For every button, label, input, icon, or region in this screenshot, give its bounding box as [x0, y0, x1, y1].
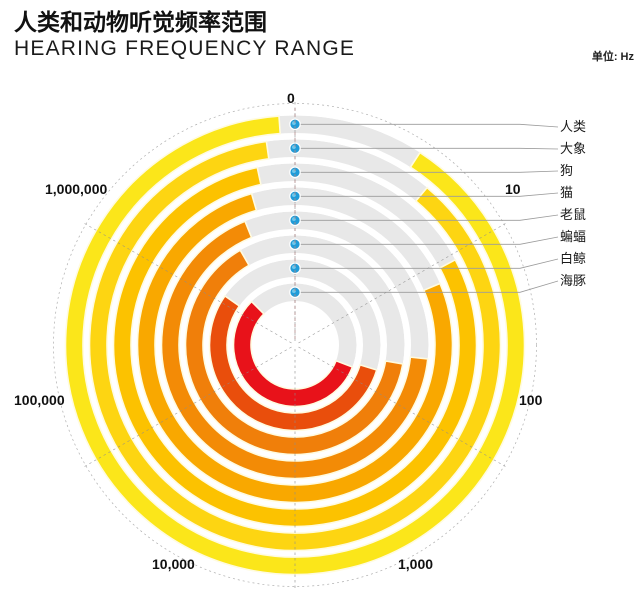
header: 人类和动物听觉频率范围 HEARING FREQUENCY RANGE	[14, 8, 626, 62]
legend-label: 人类	[560, 119, 587, 134]
zero-start-marker[interactable]	[289, 118, 301, 131]
ring-separator	[107, 157, 483, 533]
zero-start-marker[interactable]	[289, 142, 301, 155]
legend-leader-line	[300, 214, 559, 221]
legend-leader-line	[300, 170, 559, 173]
axis-spoke	[298, 346, 508, 469]
value-arc[interactable]	[64, 115, 526, 576]
scale-label-hundred-thousand: 100,000	[14, 392, 65, 408]
axis-spoke	[82, 346, 292, 469]
zero-start-marker[interactable]	[289, 238, 301, 251]
legend-label: 猫	[560, 185, 574, 200]
legend-leader-line	[300, 258, 559, 269]
zero-start-marker[interactable]	[289, 214, 301, 227]
legend-label: 狗	[560, 163, 574, 178]
chart-start-markers	[289, 108, 301, 341]
scale-label-ten: 10	[505, 181, 521, 197]
ring-separator	[131, 181, 459, 509]
value-arc[interactable]	[184, 249, 404, 456]
value-arc[interactable]	[208, 294, 378, 432]
scale-label-zero: 0	[287, 90, 295, 106]
axis-spoke	[298, 221, 508, 344]
scale-label-hundred: 100	[519, 392, 543, 408]
scale-label-million: 1,000,000	[45, 181, 108, 197]
scale-label-thousand: 1,000	[398, 556, 434, 572]
page-title-english: HEARING FREQUENCY RANGE	[14, 37, 356, 60]
value-arc[interactable]	[112, 166, 478, 528]
legend-item-6[interactable]: 白鲸	[560, 248, 638, 270]
value-arc[interactable]	[160, 220, 429, 480]
legend-label: 海豚	[560, 273, 587, 288]
legend-label: 白鲸	[560, 251, 587, 266]
legend-item-1[interactable]: 大象	[560, 138, 638, 160]
scale-label-ten-thousand: 10,000	[152, 556, 195, 572]
value-arc[interactable]	[88, 140, 502, 552]
legend-label: 大象	[560, 141, 587, 156]
legend-leader-line	[300, 192, 559, 197]
value-arc[interactable]	[232, 300, 354, 408]
legend-leader-line	[300, 147, 559, 150]
legend-item-4[interactable]: 老鼠	[560, 204, 638, 226]
legend-leader-line	[300, 123, 559, 128]
legend-item-3[interactable]: 猫	[560, 182, 638, 204]
legend-item-2[interactable]: 狗	[560, 160, 638, 182]
ring-separator	[179, 229, 411, 461]
legend-item-5[interactable]: 蝙蝠	[560, 226, 638, 248]
legend-label: 蝙蝠	[560, 229, 587, 244]
legend: 人类 大象 狗 猫 老鼠 蝙蝠 白鲸 海豚	[560, 116, 638, 292]
chart-arcs	[64, 115, 526, 576]
legend-leader-lines	[300, 123, 559, 293]
legend-item-7[interactable]: 海豚	[560, 270, 638, 292]
legend-label: 老鼠	[560, 207, 587, 222]
axis-spoke	[82, 221, 292, 344]
legend-leader-line	[300, 236, 559, 245]
legend-leader-line	[300, 280, 559, 293]
zero-start-marker[interactable]	[289, 262, 301, 275]
legend-item-0[interactable]: 人类	[560, 116, 638, 138]
ring-separator	[59, 109, 531, 581]
outer-axis-circle	[53, 103, 537, 587]
unit-label: 单位: Hz	[591, 51, 634, 63]
value-arc[interactable]	[136, 192, 454, 504]
page-title-chinese: 人类和动物听觉频率范围	[14, 9, 267, 35]
